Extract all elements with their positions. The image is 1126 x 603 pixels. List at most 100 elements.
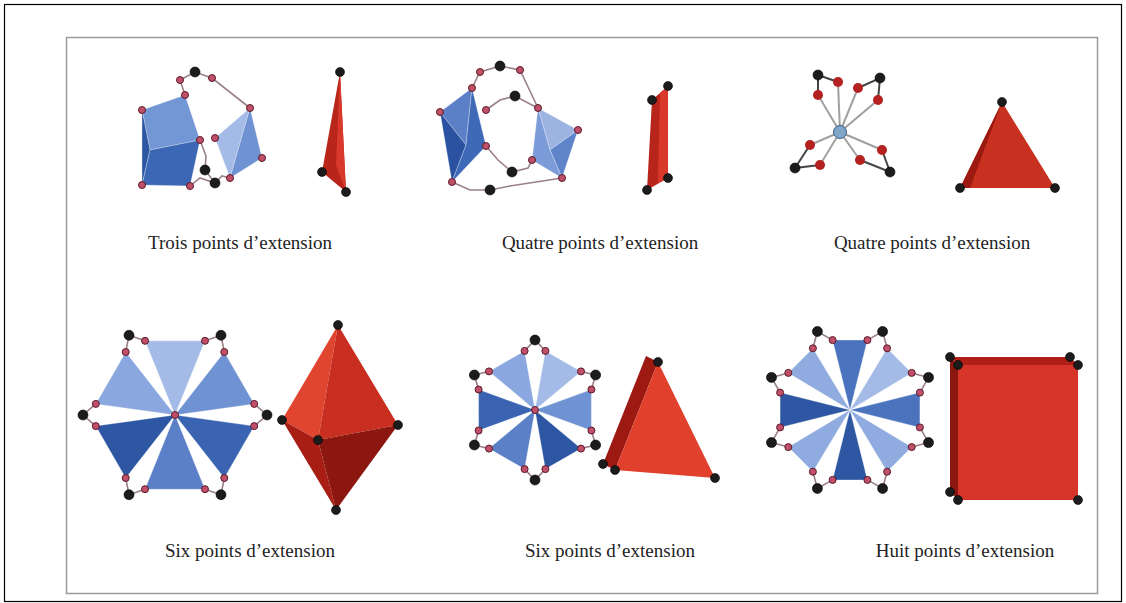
- red-polyhedron: [318, 68, 351, 197]
- carbon-atom: [190, 67, 200, 77]
- oxygen-atom: [177, 77, 184, 84]
- triangle-face: [960, 102, 1055, 188]
- vertex-dot: [664, 174, 673, 183]
- caption-label: Trois points d’extension: [148, 232, 332, 255]
- vertex-dot: [334, 321, 343, 330]
- carbon-atom: [885, 167, 895, 177]
- carbon-atom: [507, 167, 517, 177]
- octahedron-face: [318, 425, 398, 510]
- oxygen-atom: [815, 160, 825, 170]
- bridge: [200, 140, 215, 183]
- vertex-dot: [1074, 496, 1083, 505]
- vertex-dot: [336, 68, 345, 77]
- tetrahedron: [142, 140, 200, 186]
- inner-frame: [67, 38, 1098, 594]
- metal-atom: [834, 126, 847, 139]
- vertex-dot: [654, 358, 663, 367]
- bridge: [180, 72, 250, 108]
- triangle-face: [336, 72, 346, 192]
- vertex-dot: [599, 460, 608, 469]
- sbu-cluster: [469, 335, 600, 485]
- oxygen-atom: [212, 135, 219, 142]
- oxygen-atom: [259, 155, 266, 162]
- prism-face: [615, 362, 715, 478]
- oxygen-atom: [483, 107, 490, 114]
- cube-face: [950, 357, 958, 500]
- red-polyhedron: [599, 356, 720, 483]
- bridges: [83, 335, 267, 494]
- carbon-atom: [210, 178, 220, 188]
- carbon-atoms: [78, 330, 272, 499]
- vertex-dot: [611, 466, 620, 475]
- oxygen-atom: [247, 105, 254, 112]
- oxygen-atom: [477, 69, 484, 76]
- plane-face: [658, 86, 668, 183]
- oxygen-atom: [529, 157, 536, 164]
- oxygen-atom: [813, 90, 823, 100]
- vertex-dot: [954, 496, 963, 505]
- sbu-cluster: [437, 61, 582, 195]
- bridge: [452, 178, 562, 190]
- tetrahedron: [532, 108, 562, 178]
- red-polyhedron: [643, 82, 673, 195]
- sbu-cluster: [78, 330, 272, 499]
- bonds: [810, 82, 882, 165]
- red-polyhedron: [278, 321, 403, 515]
- carbon-atoms: [469, 335, 600, 485]
- bonds: [795, 75, 890, 172]
- carbon-atom: [200, 165, 210, 175]
- vertex-dot: [1051, 184, 1060, 193]
- oxygen-atom: [469, 85, 476, 92]
- triangle-face: [960, 102, 1002, 188]
- vertex-dot: [946, 353, 955, 362]
- oxygen-atom: [182, 92, 189, 99]
- caption-label: Six points d’extension: [165, 540, 335, 563]
- vertex-dot: [394, 421, 403, 430]
- caption-label: Quatre points d’extension: [502, 232, 698, 255]
- ball-and-stick: [790, 70, 895, 177]
- oxygen-atom: [873, 95, 883, 105]
- carbon-atom: [875, 73, 885, 83]
- oxygen-atom: [853, 83, 863, 93]
- bridges: [772, 332, 929, 489]
- vertex-dot: [314, 436, 323, 445]
- bridges: [474, 340, 595, 480]
- sbu-cluster: [767, 327, 934, 494]
- bridge: [472, 66, 538, 108]
- vertex-dot: [332, 506, 341, 515]
- oxygen-atom: [139, 107, 146, 114]
- oxygen-atom: [877, 145, 887, 155]
- oxygen-atom: [187, 183, 194, 190]
- caption-label: Quatre points d’extension: [834, 232, 1030, 255]
- tetrahedron: [535, 410, 581, 469]
- outer-frame: [5, 5, 1122, 602]
- caption-label: Six points d’extension: [525, 540, 695, 563]
- red-polyhedron: [946, 353, 1083, 505]
- oxygen-atom: [197, 137, 204, 144]
- vertex-dot: [318, 168, 327, 177]
- oxygen-atom: [437, 109, 444, 116]
- oxygen-atom: [559, 175, 566, 182]
- vertex-dot: [946, 488, 955, 497]
- tetrahedron: [96, 415, 175, 478]
- cube-face: [950, 357, 1078, 365]
- oxygen-atom: [139, 182, 146, 189]
- vertex-dot: [711, 474, 720, 483]
- oxygen-atom: [855, 155, 865, 165]
- tetrahedron: [535, 351, 581, 410]
- vertex-dot: [664, 82, 673, 91]
- carbon-atoms: [767, 327, 934, 494]
- oxygen-atom: [833, 77, 843, 87]
- tetrahedron: [452, 88, 486, 182]
- carbon-atom: [495, 61, 505, 71]
- vertex-dot: [998, 98, 1007, 107]
- vertex-dot: [954, 361, 963, 370]
- oxygen-atoms: [475, 347, 595, 472]
- oxygen-atoms: [92, 337, 257, 492]
- tetrahedron: [489, 351, 535, 410]
- oxygen-atom: [449, 179, 456, 186]
- oxygen-atom: [535, 105, 542, 112]
- cube-face: [958, 365, 1078, 500]
